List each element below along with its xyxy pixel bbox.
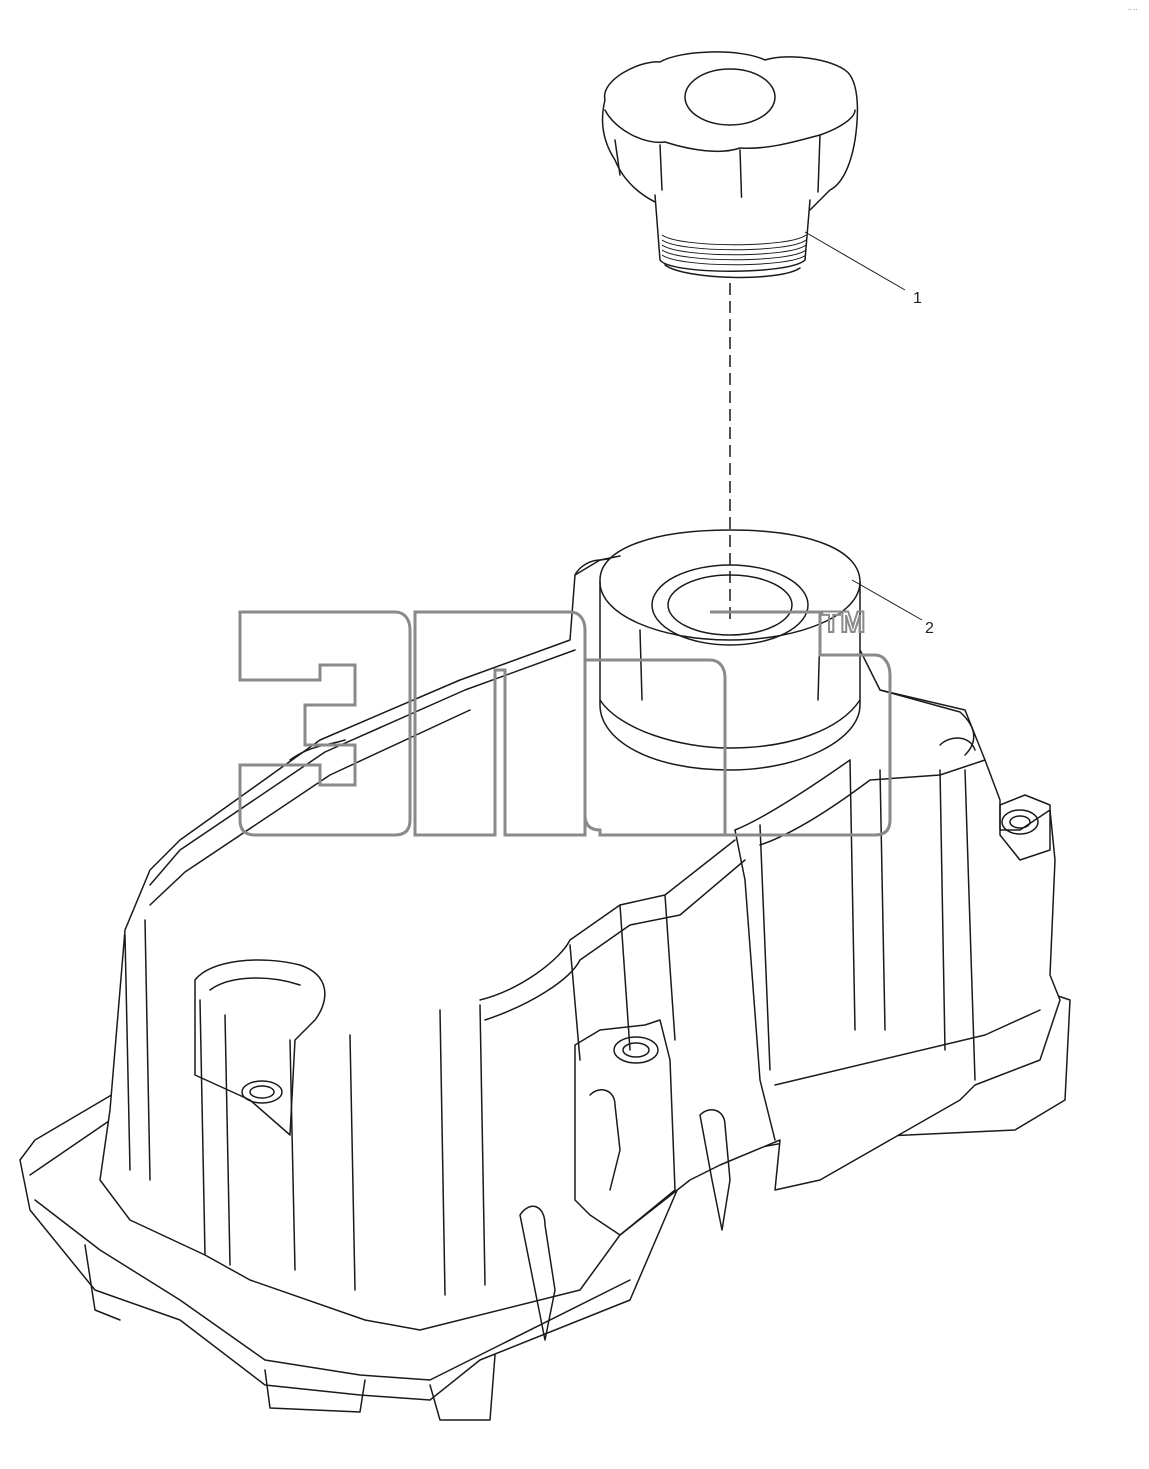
filler-cap (601, 51, 859, 279)
watermark-logo: TM (238, 605, 892, 837)
valve-cover (19, 529, 1071, 1421)
callout-label-1: 1 (913, 290, 922, 307)
callout-1: 1 (804, 231, 922, 307)
callout-2: 2 (851, 579, 934, 637)
callout-label-2: 2 (925, 620, 934, 637)
corner-mark: ·· ·· (1128, 7, 1138, 14)
watermark-trademark: TM (822, 606, 865, 639)
